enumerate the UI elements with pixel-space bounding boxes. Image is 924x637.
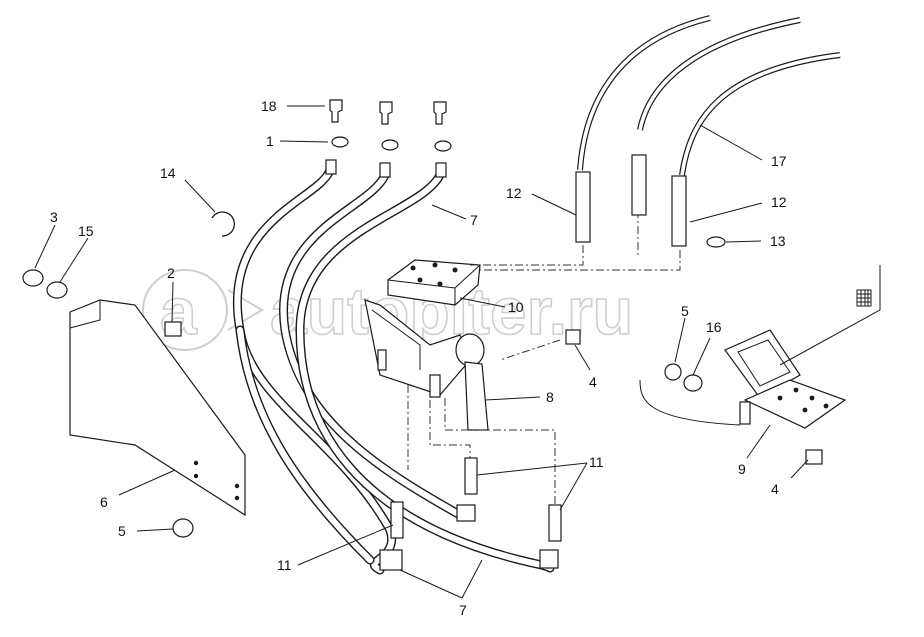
callout-6: 6 xyxy=(100,494,108,510)
callout-15: 15 xyxy=(78,223,94,239)
callout-3: 3 xyxy=(50,209,58,225)
leader-lines xyxy=(34,105,809,599)
callout-10: 10 xyxy=(508,299,524,315)
tube-set xyxy=(577,15,841,176)
callout-labels: 18 1 14 7 3 15 2 12 12 17 13 10 5 16 4 8… xyxy=(50,98,787,618)
callout-12-left: 12 xyxy=(506,185,522,201)
callout-16: 16 xyxy=(706,319,722,335)
bracket-6 xyxy=(69,299,246,517)
callout-1: 1 xyxy=(266,133,274,149)
block-10 xyxy=(387,259,481,306)
callout-8: 8 xyxy=(546,389,554,405)
callout-7-bottom: 7 xyxy=(459,602,467,618)
callout-13: 13 xyxy=(770,233,786,249)
grid-mark xyxy=(856,289,872,307)
callout-12-right: 12 xyxy=(771,194,787,210)
callout-4-mid: 4 xyxy=(589,374,597,390)
watermark-logo-letter: a xyxy=(160,274,198,348)
callout-18: 18 xyxy=(261,98,277,114)
frame-outline xyxy=(639,265,881,426)
callout-9: 9 xyxy=(738,461,746,477)
small-parts xyxy=(22,99,823,571)
callout-7-top: 7 xyxy=(470,212,478,228)
plate-9 xyxy=(724,329,847,429)
callout-11-left: 11 xyxy=(277,557,292,573)
callout-5-right: 5 xyxy=(681,303,689,319)
hose-set xyxy=(233,165,555,575)
callout-17: 17 xyxy=(771,153,787,169)
callout-4-right: 4 xyxy=(771,481,779,497)
callout-2: 2 xyxy=(167,265,175,281)
callout-11-mid: 11 xyxy=(589,454,604,470)
callout-14: 14 xyxy=(160,165,176,181)
valve-lever-8 xyxy=(364,299,489,431)
callout-5-left: 5 xyxy=(118,523,126,539)
